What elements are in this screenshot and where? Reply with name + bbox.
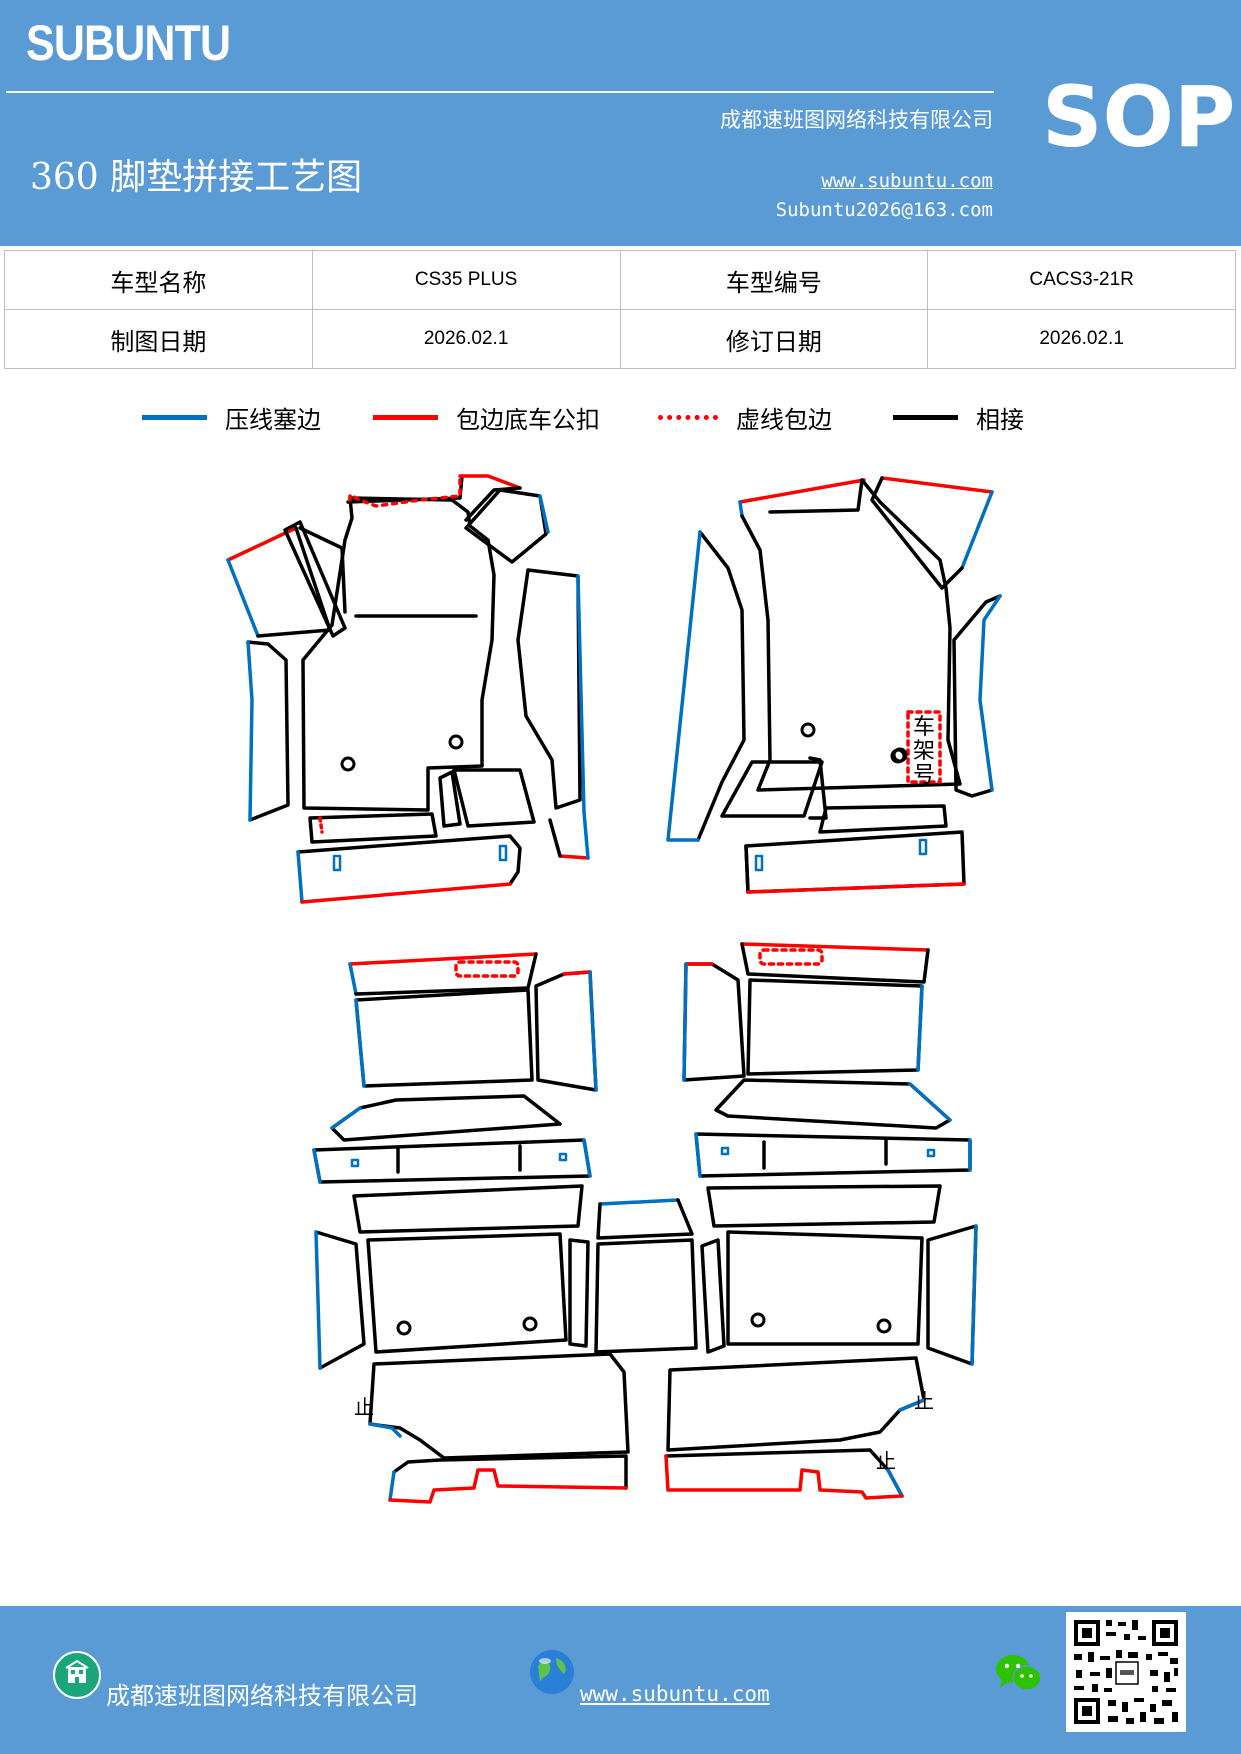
legend-label: 压线塞边 xyxy=(225,406,321,434)
legend-label: 虚线包边 xyxy=(736,406,832,434)
revision-date-label: 修订日期 xyxy=(619,309,929,369)
draw-date-label: 制图日期 xyxy=(4,309,313,369)
stop-mark: 止 xyxy=(914,1389,934,1413)
stop-mark: 止 xyxy=(354,1395,374,1419)
rear-right-mat xyxy=(682,942,978,1366)
company-name: 成都速班图网络科技有限公司 xyxy=(720,108,993,132)
frame-number-char: 号 xyxy=(913,763,935,788)
legend-press-line: 压线塞边 xyxy=(142,400,321,435)
globe-icon xyxy=(530,1650,574,1694)
model-code-value: CACS3-21R xyxy=(927,250,1236,310)
legend-edge-binding: 包边底车公扣 xyxy=(373,400,600,435)
center-tunnel-mat xyxy=(594,1198,726,1354)
footer-banner: 成都速班图网络科技有限公司 www.subuntu.com xyxy=(0,1606,1241,1754)
footer-company: 成都速班图网络科技有限公司 xyxy=(106,1682,418,1710)
rear-left-footwell xyxy=(368,1352,630,1504)
model-code-label: 车型编号 xyxy=(619,250,929,310)
rear-right-footwell xyxy=(664,1356,926,1500)
document-title: 360 脚垫拼接工艺图 xyxy=(30,157,363,198)
building-icon xyxy=(53,1651,101,1699)
header-banner: SUBUNTU 成都速班图网络科技有限公司 360 脚垫拼接工艺图 www.su… xyxy=(0,0,1241,246)
legend-swatch xyxy=(658,415,718,420)
table-row: 制图日期 2026.02.1 修订日期 2026.02.1 xyxy=(4,309,1236,369)
legend-label: 相接 xyxy=(976,406,1024,434)
model-name-value: CS35 PLUS xyxy=(311,250,621,310)
qr-code[interactable] xyxy=(1066,1612,1186,1732)
vehicle-info-table: 车型名称 CS35 PLUS 车型编号 CACS3-21R 制图日期 2026.… xyxy=(4,250,1236,369)
sop-badge: SOP xyxy=(1042,68,1236,166)
front-right-mat xyxy=(666,476,1002,894)
model-name-label: 车型名称 xyxy=(4,250,313,310)
revision-date-value: 2026.02.1 xyxy=(927,309,1236,369)
frame-number-char: 架 xyxy=(913,739,935,764)
website-link[interactable]: www.subuntu.com xyxy=(821,170,993,192)
wechat-icon xyxy=(996,1655,1042,1691)
front-left-mat xyxy=(226,474,590,904)
stop-mark: 止 xyxy=(876,1449,896,1473)
brand-logo: SUBUNTU xyxy=(26,15,231,71)
rear-left-mat xyxy=(312,952,598,1370)
legend-swatch xyxy=(373,415,438,420)
draw-date-value: 2026.02.1 xyxy=(311,309,621,369)
frame-number-char: 车 xyxy=(913,715,935,740)
header-divider xyxy=(6,91,994,93)
legend-dotted-binding: 虚线包边 xyxy=(658,400,832,435)
legend-label: 包边底车公扣 xyxy=(456,406,600,434)
legend-joined: 相接 xyxy=(893,400,1024,435)
legend-swatch xyxy=(893,415,958,420)
table-row: 车型名称 CS35 PLUS 车型编号 CACS3-21R xyxy=(4,250,1236,310)
legend-swatch xyxy=(142,415,207,420)
footer-website[interactable]: www.subuntu.com xyxy=(580,1682,770,1706)
email-address[interactable]: Subuntu2026@163.com xyxy=(775,199,993,221)
